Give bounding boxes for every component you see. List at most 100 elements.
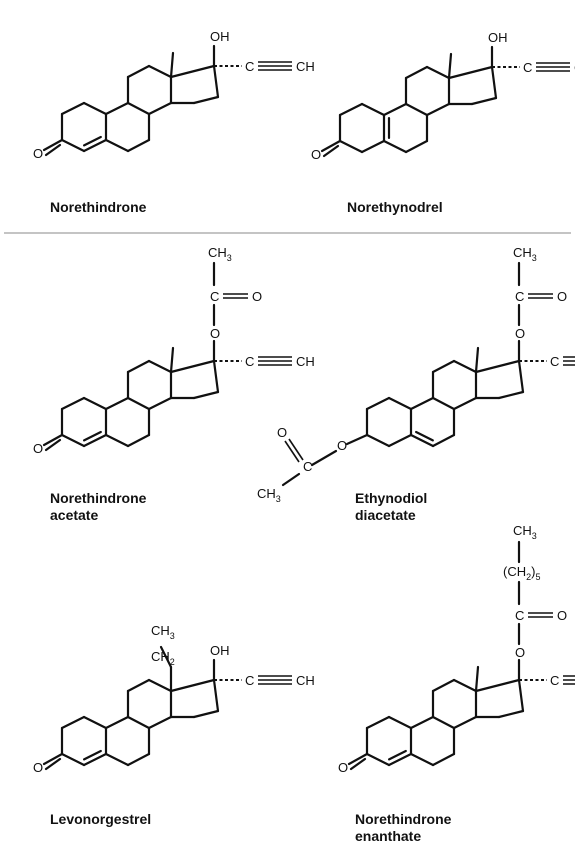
compound-name: diacetate	[355, 507, 416, 523]
ring-a-bond	[365, 433, 391, 448]
ring-b-bond	[404, 139, 429, 154]
ring-b-bond	[431, 433, 456, 448]
ring-b-bond	[409, 715, 435, 730]
ketone-bond	[322, 144, 340, 158]
ring-a-bond	[60, 101, 86, 116]
terminal-ch: CH	[296, 59, 315, 74]
molecule-4: CCHOCOCH3OCOCH3Ethynodioldiacetate	[257, 245, 575, 523]
ethynyl-carbon: C	[550, 673, 559, 688]
acetyl-ch3: CH3	[513, 245, 537, 263]
ring-d-bond	[497, 709, 525, 719]
ethynyl-carbon: C	[245, 59, 254, 74]
ketone-oxygen: O	[311, 147, 321, 162]
carbonyl-oxygen: O	[557, 289, 567, 304]
ring-b-bond	[126, 138, 151, 153]
ring-a-bond	[360, 102, 386, 117]
ring-d-bond	[212, 678, 220, 713]
ring-a-bond	[82, 752, 108, 767]
ring-c-bond	[147, 396, 173, 411]
ring-c-bond	[431, 678, 456, 693]
c3-ester-bond	[310, 449, 338, 467]
ketone-bond	[44, 438, 62, 452]
terminal-ch: CH	[296, 673, 315, 688]
ring-c-bond	[425, 102, 451, 117]
ring-a-bond	[387, 752, 413, 767]
ring-b-bond	[104, 138, 130, 153]
ring-c-bond	[126, 678, 151, 693]
compound-name: Norethynodrel	[347, 199, 443, 215]
ring-c-bond	[147, 715, 173, 730]
ring-c-bond	[452, 678, 478, 693]
ring-a-bond	[365, 396, 391, 411]
ketone-bond	[349, 757, 367, 771]
hydroxyl-label: OH	[488, 30, 508, 45]
carbonyl-carbon: C	[515, 289, 524, 304]
ester-oxygen: O	[515, 326, 525, 341]
ketone-bond	[44, 757, 62, 771]
ketone-bond	[347, 752, 369, 766]
ring-a-bond	[338, 102, 364, 117]
ketone-bond	[320, 139, 342, 153]
ring-a-bond	[365, 715, 391, 730]
ring-d-bond	[192, 95, 220, 105]
ring-d-bond	[490, 65, 498, 100]
ketone-bond	[42, 138, 64, 152]
ring-d-bond	[517, 678, 525, 713]
ketone-oxygen: O	[33, 146, 43, 161]
carbonyl-carbon: C	[515, 608, 524, 623]
double-bond-c4	[82, 135, 102, 147]
ring-b-bond	[126, 101, 151, 116]
methyl-bond	[169, 51, 175, 79]
compound-name: enanthate	[355, 828, 421, 844]
ring-a-bond	[82, 715, 108, 730]
ring-b-bond	[126, 715, 151, 730]
double-bond-c4	[82, 749, 102, 761]
hydroxyl-label: OH	[210, 643, 230, 658]
double-bond-c4	[82, 430, 102, 442]
ring-b-bond	[409, 433, 435, 448]
ring-b-bond	[126, 433, 151, 448]
ring-b-bond	[382, 139, 408, 154]
ring-c-bond	[431, 359, 456, 374]
ring-c-bond	[126, 359, 151, 374]
ring-c-bond	[452, 715, 478, 730]
ring-a-bond	[82, 433, 108, 448]
ring-a-bond	[360, 139, 386, 154]
ring-b-bond	[431, 396, 456, 411]
ring-a-bond	[60, 138, 86, 153]
ring-b-bond	[431, 752, 456, 767]
carbonyl-oxygen: O	[252, 289, 262, 304]
carbonyl-oxygen: O	[557, 608, 567, 623]
ring-d-bond	[169, 64, 216, 79]
ring-d-bond	[517, 359, 525, 394]
ketone-oxygen: O	[338, 760, 348, 775]
molecule-2: OCCHOHNorethynodrel	[311, 30, 575, 215]
ring-d-bond	[192, 390, 220, 400]
c3-carbonyl-double	[288, 438, 304, 461]
ester-oxygen: O	[210, 326, 220, 341]
ring-b-bond	[409, 752, 435, 767]
c3-acetyl-ch3: CH3	[257, 486, 281, 504]
ketone-bond	[42, 752, 64, 766]
ring-d-bond	[470, 96, 498, 106]
compound-name: Norethindrone	[50, 199, 147, 215]
ethyl-ch2: CH2	[151, 649, 175, 667]
c3-o-bond	[345, 433, 369, 446]
terminal-ch: CH	[296, 354, 315, 369]
ring-b-bond	[104, 396, 130, 411]
ring-a-bond	[60, 715, 86, 730]
ring-d-bond	[497, 390, 525, 400]
ring-b-bond	[431, 715, 456, 730]
ring-c-bond	[147, 678, 173, 693]
ring-a-bond	[82, 101, 108, 116]
ring-a-bond	[338, 139, 364, 154]
methyl-bond	[447, 52, 453, 80]
acetyl-ch3: CH3	[208, 245, 232, 263]
ethynyl-carbon: C	[245, 673, 254, 688]
ethynyl-carbon: C	[550, 354, 559, 369]
ring-b-bond	[126, 752, 151, 767]
ring-b-bond	[382, 102, 408, 117]
